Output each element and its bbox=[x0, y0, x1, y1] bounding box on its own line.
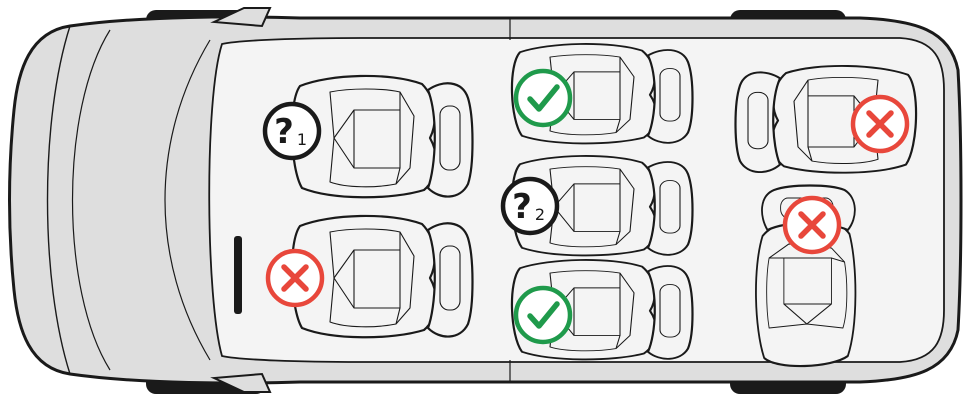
hood-line bbox=[46, 25, 71, 375]
check-icon bbox=[513, 285, 573, 345]
seat-marker-front-driver bbox=[265, 248, 325, 308]
seat-marker-front-passenger: ?1 bbox=[262, 101, 322, 161]
check-icon bbox=[513, 68, 573, 128]
question-mark-icon bbox=[500, 176, 560, 236]
seat-marker-middle-left bbox=[513, 68, 573, 128]
question-glyph: ? bbox=[512, 187, 532, 227]
seat-status-markers: ?1?2 bbox=[262, 68, 910, 345]
question-index: 2 bbox=[535, 205, 545, 224]
windshield-line-2 bbox=[164, 39, 211, 361]
seat-marker-rear-right-fold bbox=[782, 195, 842, 255]
seat-marker-middle-center: ?2 bbox=[500, 176, 560, 236]
seat-marker-rear-left bbox=[850, 94, 910, 154]
cross-mark bbox=[866, 110, 894, 138]
windshield-line bbox=[71, 29, 111, 371]
check-mark bbox=[527, 84, 560, 112]
gear-lever bbox=[234, 236, 242, 314]
mirror-right bbox=[210, 372, 272, 393]
mirror-left bbox=[210, 7, 272, 28]
cross-mark bbox=[798, 211, 826, 239]
check-mark bbox=[527, 301, 560, 329]
question-index: 1 bbox=[297, 130, 307, 149]
question-mark-icon bbox=[262, 101, 322, 161]
question-glyph: ? bbox=[274, 112, 294, 152]
seat-marker-middle-right bbox=[513, 285, 573, 345]
cross-mark bbox=[281, 264, 309, 292]
